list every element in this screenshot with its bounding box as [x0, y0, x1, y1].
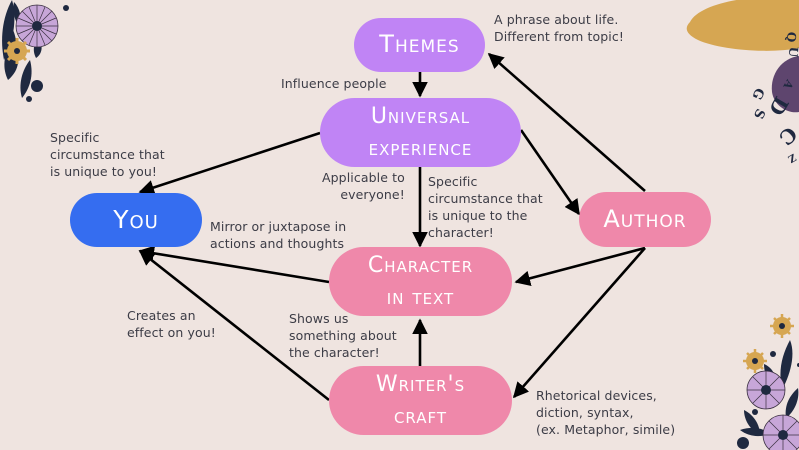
node-craft-line2: craft: [393, 403, 448, 429]
node-craft-line1: Writer's: [375, 372, 466, 398]
note-mirror-juxtapose: Mirror or juxtapose in actions and thoug…: [210, 219, 347, 251]
arrow-craft-to-you: [138, 249, 330, 402]
node-themes-label: Themes: [379, 30, 460, 59]
node-universal-line1: Universal: [370, 104, 471, 130]
node-universal-experience[interactable]: Universal experience: [320, 98, 521, 167]
node-universal-line2: experience: [368, 135, 473, 161]
node-author[interactable]: Author: [579, 192, 711, 247]
plum-blob: [771, 56, 799, 113]
gold-blob: [686, 0, 799, 51]
node-you-label: You: [113, 204, 159, 234]
note-applicable-to-everyone: Applicable to everyone!: [322, 170, 405, 202]
gold-flower-icon: [4, 38, 30, 64]
note-specific-to-you: Specific circumstance that is unique to …: [50, 130, 165, 179]
arrow-author-to-themes: [487, 52, 646, 192]
node-author-label: Author: [603, 204, 687, 233]
note-themes-description: A phrase about life. Different from topi…: [494, 12, 624, 44]
lavender-flower-icon: [15, 4, 59, 48]
leaf-icon: [780, 340, 793, 390]
note-rhetorical-devices: Rhetorical devices, diction, syntax, (ex…: [536, 388, 676, 437]
leaf-icon: [20, 60, 32, 98]
lavender-flower-icon: [746, 370, 786, 410]
node-themes[interactable]: Themes: [354, 18, 485, 72]
arrow-universal-to-author: [519, 129, 581, 216]
node-character-line1: Character: [367, 253, 474, 279]
node-you[interactable]: You: [70, 193, 202, 247]
arrow-author-to-craft: [512, 247, 646, 399]
flowers-bottom-right: [737, 314, 799, 450]
note-shows-us: Shows us something about the character!: [289, 311, 397, 360]
arrow-character-to-you: [138, 245, 330, 284]
arrow-author-to-character: [514, 246, 646, 286]
arrow-universal-to-you: [138, 131, 321, 196]
leaf-icon: [785, 388, 799, 418]
flowers-top-left: [2, 0, 69, 102]
note-specific-to-character: Specific circumstance that is unique to …: [428, 174, 543, 240]
gold-flower-icon: [743, 349, 767, 373]
note-creates-effect: Creates an effect on you!: [127, 308, 216, 340]
gold-flower-icon: [770, 314, 794, 338]
note-influence-people: Influence people: [281, 76, 387, 91]
lavender-flower-icon: [762, 414, 799, 450]
node-writers-craft[interactable]: Writer's craft: [329, 366, 512, 435]
node-character-in-text[interactable]: Character in text: [329, 247, 512, 316]
node-character-line2: in text: [386, 284, 455, 310]
leaf-icon: [740, 427, 770, 437]
